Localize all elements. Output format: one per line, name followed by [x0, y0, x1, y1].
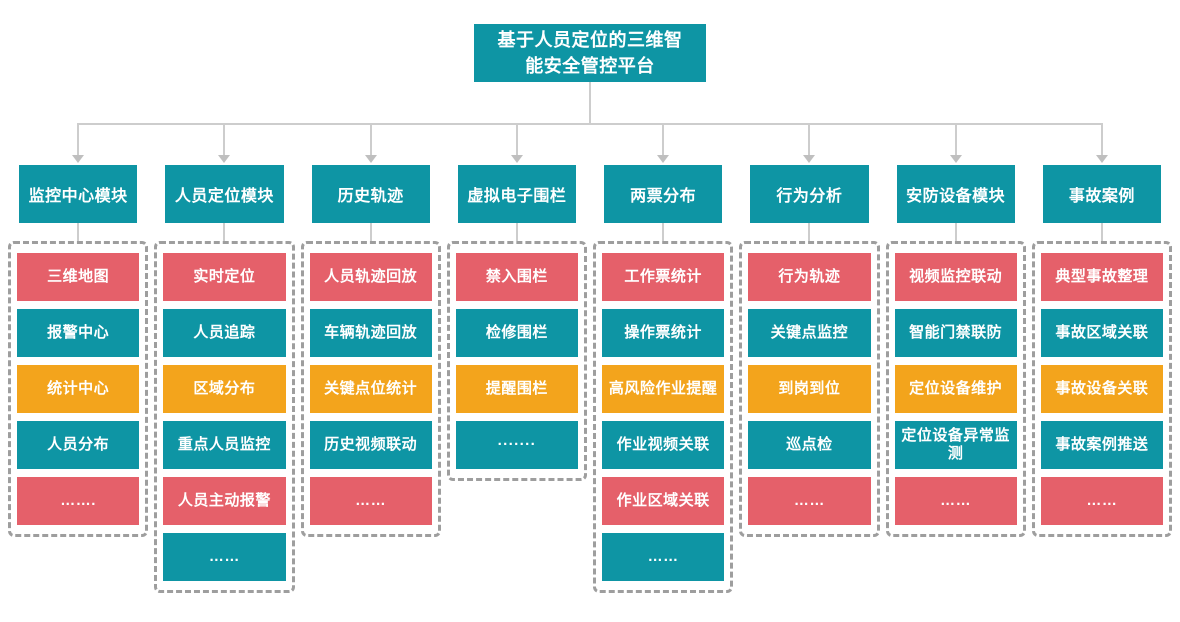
module-item: 作业区域关联 [602, 477, 725, 525]
connector-drop-line [662, 123, 665, 156]
platform-title: 基于人员定位的三维智能安全管控平台 [497, 29, 683, 76]
connector-trunk-line [78, 123, 1102, 125]
module-header: 安防设备模块 [896, 165, 1015, 223]
module-item: 事故设备关联 [1040, 365, 1163, 413]
module-item: 三维地图 [17, 253, 140, 301]
module-header: 两票分布 [604, 165, 723, 223]
module-item: …… [1040, 477, 1163, 525]
arrow-down-icon [1095, 155, 1108, 163]
module-item: 车辆轨迹回放 [309, 309, 432, 357]
module-item: 历史视频联动 [309, 421, 432, 469]
module-item: …… [748, 477, 871, 525]
connector-header-stub [223, 223, 226, 241]
module-column: 安防设备模块 视频监控联动智能门禁联防定位设备维护定位设备异常监测 …… [885, 123, 1026, 537]
module-item: 区域分布 [163, 365, 286, 413]
module-item: 巡点检 [748, 421, 871, 469]
connector-drop-line [954, 123, 957, 156]
module-item: 到岗到位 [748, 365, 871, 413]
module-item: 重点人员监控 [163, 421, 286, 469]
module-item: 人员分布 [17, 421, 140, 469]
module-item-group: 行为轨迹关键点监控到岗到位巡点检 …… [739, 241, 880, 537]
module-item: 提醒围栏 [455, 365, 578, 413]
connector-header-stub [1100, 223, 1103, 241]
module-item: 人员追踪 [163, 309, 286, 357]
module-item: 工作票统计 [602, 253, 725, 301]
module-item-group: 视频监控联动智能门禁联防定位设备维护定位设备异常监测 …… [885, 241, 1026, 537]
arrow-down-icon [657, 155, 670, 163]
module-item: ······· [455, 421, 578, 469]
arrow-down-icon [949, 155, 962, 163]
module-item: 人员主动报警 [163, 477, 286, 525]
arrow-down-icon [364, 155, 377, 163]
connector-header-stub [954, 223, 957, 241]
module-item: …… [163, 533, 286, 581]
module-item: 操作票统计 [602, 309, 725, 357]
connector-title-stub [589, 82, 591, 124]
module-column: 人员定位模块 实时定位人员追踪区域分布重点人员监控人员主动报警 …… [154, 123, 295, 593]
module-header: 人员定位模块 [165, 165, 284, 223]
module-header: 监控中心模块 [19, 165, 138, 223]
module-item: 关键点监控 [748, 309, 871, 357]
module-item: …… [309, 477, 432, 525]
arrow-down-icon [72, 155, 85, 163]
module-header: 事故案例 [1042, 165, 1161, 223]
module-item-group: 工作票统计操作票统计高风险作业提醒作业视频关联作业区域关联 …… [593, 241, 734, 593]
module-item-group: 禁入围栏检修围栏提醒围栏 ······· [446, 241, 587, 481]
connector-drop-line [223, 123, 226, 156]
module-item-group: 人员轨迹回放车辆轨迹回放关键点位统计历史视频联动 …… [300, 241, 441, 537]
module-item-group: 典型事故整理事故区域关联事故设备关联事故案例推送 …… [1031, 241, 1172, 537]
module-columns: 监控中心模块 三维地图报警中心统计中心人员分布……. 人员定位模块 实时定位人员… [8, 123, 1172, 593]
arrow-down-icon [510, 155, 523, 163]
connector-header-stub [77, 223, 80, 241]
module-item: 作业视频关联 [602, 421, 725, 469]
module-item: 定位设备异常监测 [894, 421, 1017, 469]
module-item: 报警中心 [17, 309, 140, 357]
module-item: 高风险作业提醒 [602, 365, 725, 413]
module-item: 人员轨迹回放 [309, 253, 432, 301]
module-item: 事故区域关联 [1040, 309, 1163, 357]
module-item: 事故案例推送 [1040, 421, 1163, 469]
module-item: 行为轨迹 [748, 253, 871, 301]
connector-drop-line [808, 123, 811, 156]
module-item-group: 三维地图报警中心统计中心人员分布 ……. [8, 241, 149, 537]
module-header: 行为分析 [750, 165, 869, 223]
module-header: 历史轨迹 [311, 165, 430, 223]
arrow-down-icon [218, 155, 231, 163]
connector-drop-line [77, 123, 80, 156]
module-item: ……. [17, 477, 140, 525]
module-item: …… [894, 477, 1017, 525]
module-column: 事故案例 典型事故整理事故区域关联事故设备关联事故案例推送 …… [1031, 123, 1172, 537]
module-item: 实时定位 [163, 253, 286, 301]
connector-header-stub [662, 223, 665, 241]
module-item: 禁入围栏 [455, 253, 578, 301]
module-item: 典型事故整理 [1040, 253, 1163, 301]
module-item: 视频监控联动 [894, 253, 1017, 301]
arrow-down-icon [803, 155, 816, 163]
module-column: 监控中心模块 三维地图报警中心统计中心人员分布 ……. [8, 123, 149, 537]
module-column: 虚拟电子围栏 禁入围栏检修围栏提醒围栏 ······· [446, 123, 587, 481]
module-column: 两票分布 工作票统计操作票统计高风险作业提醒作业视频关联作业区域关联 …… [593, 123, 734, 593]
module-item: …… [602, 533, 725, 581]
connector-drop-line [1100, 123, 1103, 156]
module-item: 定位设备维护 [894, 365, 1017, 413]
module-item: 统计中心 [17, 365, 140, 413]
connector-header-stub [369, 223, 372, 241]
connector-header-stub [515, 223, 518, 241]
module-item: 检修围栏 [455, 309, 578, 357]
module-item: 关键点位统计 [309, 365, 432, 413]
module-column: 历史轨迹 人员轨迹回放车辆轨迹回放关键点位统计历史视频联动 …… [300, 123, 441, 537]
connector-header-stub [808, 223, 811, 241]
connector-drop-line [515, 123, 518, 156]
root-node: 基于人员定位的三维智能安全管控平台 [474, 24, 706, 82]
module-header: 虚拟电子围栏 [457, 165, 576, 223]
module-item-group: 实时定位人员追踪区域分布重点人员监控人员主动报警 …… [154, 241, 295, 593]
module-column: 行为分析 行为轨迹关键点监控到岗到位巡点检 …… [739, 123, 880, 537]
module-item: 智能门禁联防 [894, 309, 1017, 357]
connector-drop-line [369, 123, 372, 156]
